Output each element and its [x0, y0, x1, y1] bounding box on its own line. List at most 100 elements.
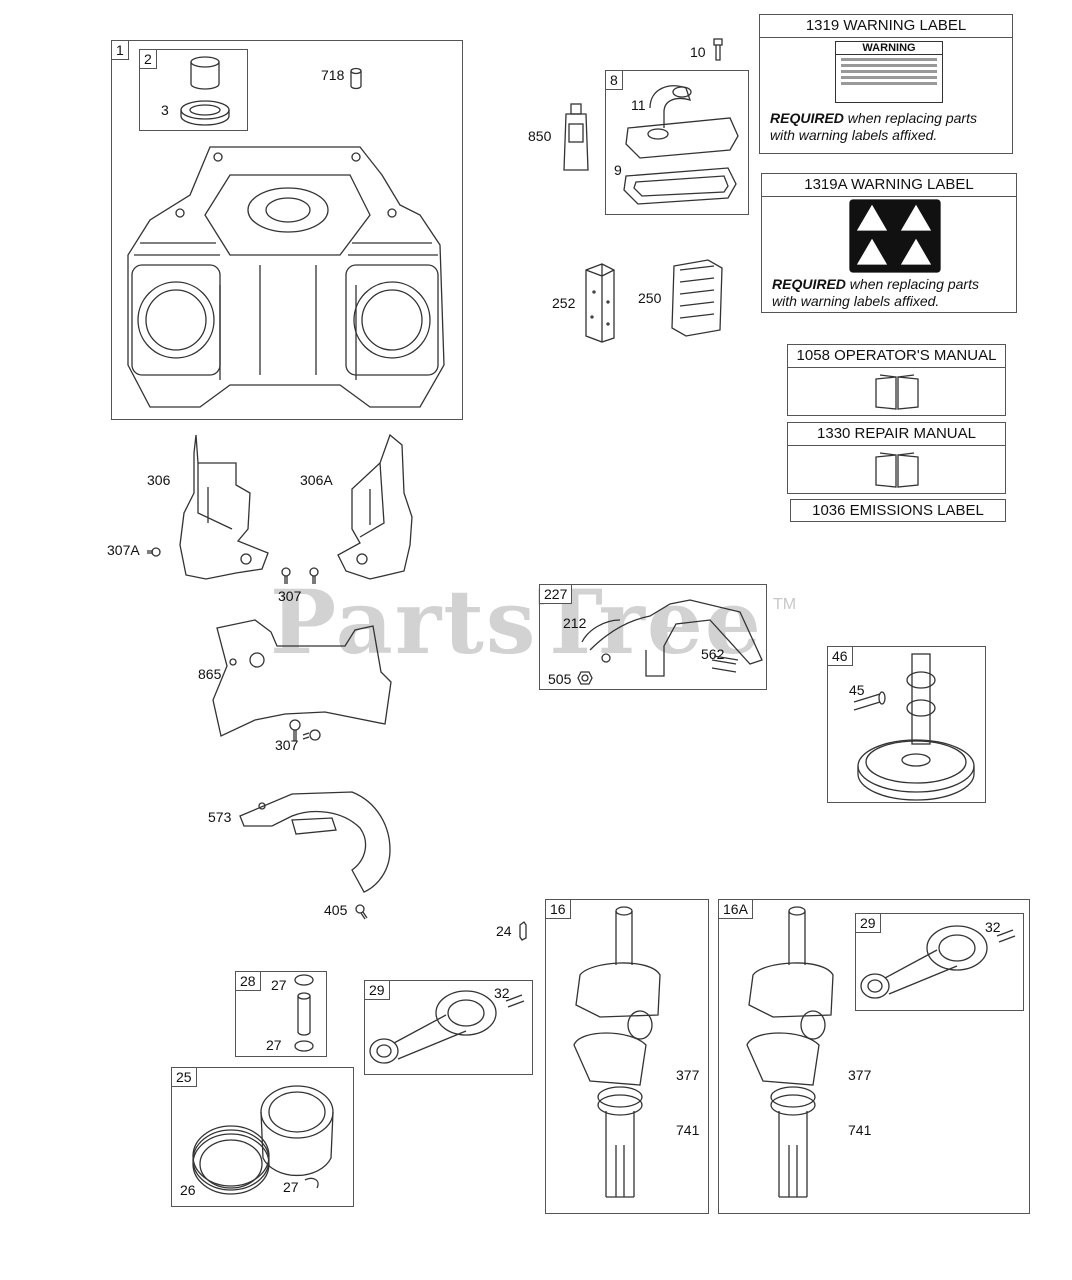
camshaft-part [853, 653, 975, 801]
callout-26: 26 [180, 1182, 196, 1198]
callout-27-bottom: 27 [266, 1037, 282, 1053]
callout-27-piston: 27 [283, 1179, 299, 1195]
group-box-46: 46 [827, 646, 986, 803]
warning-decal: WARNING [835, 41, 943, 103]
key-24-part [519, 921, 527, 941]
group-tag-29-right: 29 [855, 913, 881, 933]
callout-850: 850 [528, 128, 552, 144]
partstree-watermark: PartsTree [270, 570, 763, 674]
emissions-label-box: 1036 EMISSIONS LABEL [790, 499, 1006, 522]
required-rest-1: when replacing parts [843, 110, 977, 126]
warning-decal-title: WARNING [836, 42, 942, 55]
group-tag-29-middle: 29 [364, 980, 390, 1000]
operators-manual-title: 1058 OPERATOR'S MANUAL [788, 345, 1005, 368]
baffle-865-part [212, 619, 392, 737]
callout-3: 3 [161, 102, 169, 118]
callout-24: 24 [496, 923, 512, 939]
breather-part [623, 85, 739, 205]
group-tag-28: 28 [235, 971, 261, 991]
warning-label-1319-title: 1319 WARNING LABEL [760, 15, 1012, 38]
group-tag-1: 1 [111, 40, 129, 60]
screw-307a-part [147, 547, 161, 557]
callout-10: 10 [690, 44, 706, 60]
callout-865: 865 [198, 666, 222, 682]
group-box-16a: 16A [718, 899, 1030, 1214]
callout-306a: 306A [300, 472, 333, 488]
group-box-1: 1 [111, 40, 463, 420]
operators-manual-box: 1058 OPERATOR'S MANUAL [787, 344, 1006, 416]
trademark-symbol: TM [773, 596, 797, 613]
dowel-pin-part [350, 67, 362, 90]
repair-manual-title: 1330 REPAIR MANUAL [788, 423, 1005, 446]
required-bold-2: REQUIRED [772, 276, 846, 292]
group-tag-16a: 16A [718, 899, 753, 919]
group-tag-2: 2 [139, 49, 157, 69]
crankshaft-16-part [573, 906, 661, 1198]
warning-label-1319: 1319 WARNING LABEL WARNING REQUIRED when… [759, 14, 1013, 154]
bracket-227-part [581, 599, 763, 677]
sealant-tube-part [563, 103, 589, 171]
callout-405: 405 [324, 902, 348, 918]
callout-11: 11 [631, 97, 646, 113]
piston-part [192, 1085, 334, 1195]
group-tag-25: 25 [171, 1067, 197, 1087]
callout-252: 252 [552, 295, 576, 311]
book-icon [875, 452, 919, 488]
group-tag-16: 16 [545, 899, 571, 919]
required-bold-1: REQUIRED [770, 110, 844, 126]
callout-9: 9 [614, 162, 622, 178]
group-box-25: 25 [171, 1067, 354, 1207]
screw-405-part [355, 904, 368, 920]
warning-symbols-icon [849, 199, 941, 273]
warning-label-1319a-note: REQUIRED when replacing parts with warni… [772, 276, 979, 310]
group-box-2: 2 [139, 49, 248, 131]
callout-250: 250 [638, 290, 662, 306]
callout-573: 573 [208, 809, 232, 825]
warning-label-1319-note: REQUIRED when replacing parts with warni… [770, 110, 977, 144]
filter-250-part [671, 259, 723, 337]
group-tag-227: 227 [539, 584, 573, 604]
callout-377-a: 377 [676, 1067, 700, 1083]
callout-32-right: 32 [985, 919, 1001, 935]
callout-306: 306 [147, 472, 171, 488]
required-rest-2: when replacing parts [845, 276, 979, 292]
book-icon [875, 374, 919, 410]
callout-505: 505 [548, 671, 572, 687]
callout-741-b: 741 [848, 1122, 872, 1138]
callout-741-a: 741 [676, 1122, 700, 1138]
plate-573-part [239, 791, 391, 893]
callout-307a: 307A [107, 542, 140, 558]
group-box-16: 16 [545, 899, 709, 1214]
screw-10-part [713, 38, 723, 61]
callout-32-middle: 32 [494, 985, 510, 1001]
group-box-28: 28 [235, 971, 327, 1057]
screw-307-pair-part [281, 567, 319, 584]
air-guide-306a-part [337, 433, 413, 580]
connecting-rod-right-part [860, 925, 1016, 999]
group-tag-8: 8 [605, 70, 623, 90]
required-line2-2: with warning labels affixed. [772, 293, 940, 309]
callout-307-2: 307 [275, 737, 299, 753]
group-box-29-right: 29 [855, 913, 1024, 1011]
filter-252-part [585, 263, 615, 343]
bushing-part [180, 56, 230, 126]
nut-505-part [577, 671, 593, 685]
cylinder-block-part [127, 146, 445, 408]
warning-label-1319a-title: 1319A WARNING LABEL [762, 174, 1016, 197]
callout-562: 562 [701, 646, 725, 662]
emissions-label-title: 1036 EMISSIONS LABEL [812, 502, 984, 519]
callout-307: 307 [278, 588, 302, 604]
warning-label-1319a: 1319A WARNING LABEL REQUIRED when replac… [761, 173, 1017, 313]
group-box-29-middle: 29 [364, 980, 533, 1075]
required-line2-1: with warning labels affixed. [770, 127, 938, 143]
group-box-227: 227 [539, 584, 767, 690]
screw-307-pair-2-part [289, 719, 321, 741]
repair-manual-box: 1330 REPAIR MANUAL [787, 422, 1006, 494]
connecting-rod-part [369, 990, 525, 1064]
callout-27-top: 27 [271, 977, 287, 993]
callout-212: 212 [563, 615, 587, 631]
callout-718: 718 [321, 67, 345, 83]
group-box-8: 8 [605, 70, 749, 215]
group-tag-46: 46 [827, 646, 853, 666]
crankshaft-16a-part [746, 906, 834, 1198]
